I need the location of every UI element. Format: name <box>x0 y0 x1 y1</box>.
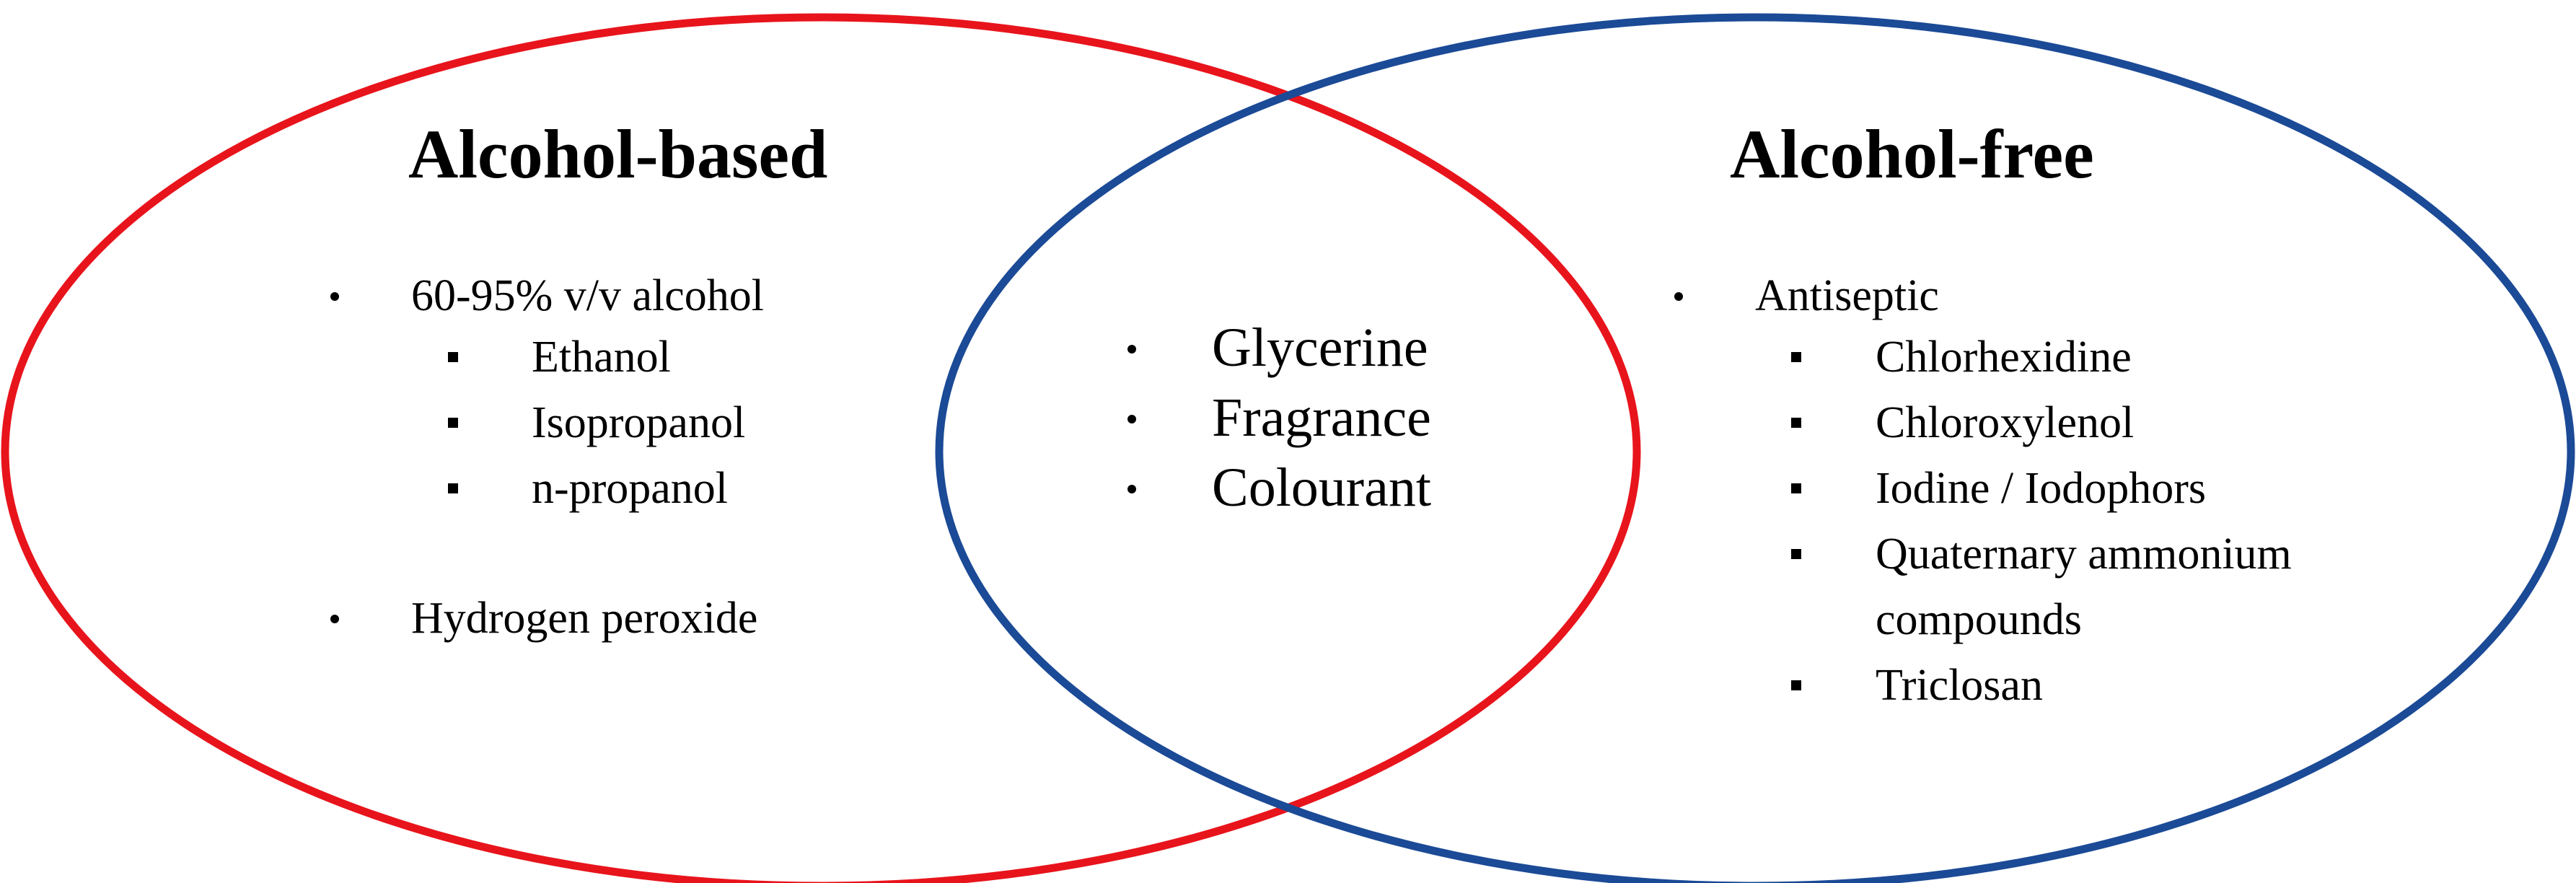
list-item-label: Quaternary ammonium <box>1876 530 2292 579</box>
list-item-label: Isopropanol <box>532 398 746 447</box>
alcohol-based-title: Alcohol-based <box>408 115 828 193</box>
list-item: Chloroxylenol <box>1791 390 2292 456</box>
bullet-square-icon <box>1791 483 1801 493</box>
list-item-label: Chloroxylenol <box>1876 398 2135 447</box>
list-item-continuation: compounds <box>1876 587 2292 653</box>
bullet-square-icon <box>448 352 458 362</box>
bullet-square-icon <box>1791 352 1801 362</box>
list-item: Quaternary ammonium <box>1791 522 2292 587</box>
bullet-dot-icon <box>330 292 339 301</box>
list-item: Triclosan <box>1791 653 2292 719</box>
list-item-label: Hydrogen peroxide <box>411 594 758 643</box>
list-item: Chlorhexidine <box>1791 325 2292 390</box>
list-item-label: n-propanol <box>532 464 729 513</box>
list-item-label: Colourant <box>1212 457 1431 518</box>
alcohol-sublist: Ethanol Isopropanol n-propanol <box>448 325 746 522</box>
list-item-label: Glycerine <box>1212 317 1428 378</box>
alcohol-free-title: Alcohol-free <box>1730 115 2094 193</box>
list-item-label: compounds <box>1876 595 2082 644</box>
list-item-label: Ethanol <box>532 333 671 382</box>
antiseptic-sublist: Chlorhexidine Chloroxylenol Iodine / Iod… <box>1791 325 2292 719</box>
bullet-dot-icon <box>1127 415 1136 423</box>
bullet-dot-icon <box>330 615 339 623</box>
list-item-label: Iodine / Iodophors <box>1876 464 2207 513</box>
alcohol-based-list: 60-95% v/v alcohol <box>330 263 765 328</box>
list-item-label: Chlorhexidine <box>1876 333 2132 382</box>
bullet-square-icon <box>1791 418 1801 428</box>
bullet-square-icon <box>1791 549 1801 559</box>
list-item: Isopropanol <box>448 390 746 456</box>
list-item-label: Fragrance <box>1212 387 1431 448</box>
list-item: Fragrance <box>1127 383 1431 453</box>
alcohol-based-list-2: Hydrogen peroxide <box>330 586 758 651</box>
bullet-dot-icon <box>1127 345 1136 353</box>
alcohol-free-ellipse <box>935 13 2575 883</box>
shared-ingredients-list: Glycerine Fragrance Colourant <box>1127 313 1431 523</box>
list-item: 60-95% v/v alcohol <box>330 263 765 328</box>
list-item-label: 60-95% v/v alcohol <box>411 271 765 320</box>
list-item-label: Antiseptic <box>1755 271 1939 320</box>
list-item: Iodine / Iodophors <box>1791 456 2292 522</box>
bullet-square-icon <box>448 418 458 428</box>
bullet-square-icon <box>1791 680 1801 690</box>
list-item: n-propanol <box>448 456 745 522</box>
list-item: Hydrogen peroxide <box>330 586 758 651</box>
bullet-square-icon <box>448 483 458 493</box>
list-item: Colourant <box>1127 453 1431 523</box>
list-item: Ethanol <box>448 325 745 390</box>
list-item: Antiseptic <box>1674 263 1939 328</box>
bullet-dot-icon <box>1127 485 1136 493</box>
list-item-label: Triclosan <box>1876 661 2043 710</box>
alcohol-free-list: Antiseptic <box>1674 263 1939 328</box>
list-item: Glycerine <box>1127 313 1431 383</box>
bullet-dot-icon <box>1674 292 1683 301</box>
alcohol-based-ellipse <box>1 13 1641 883</box>
